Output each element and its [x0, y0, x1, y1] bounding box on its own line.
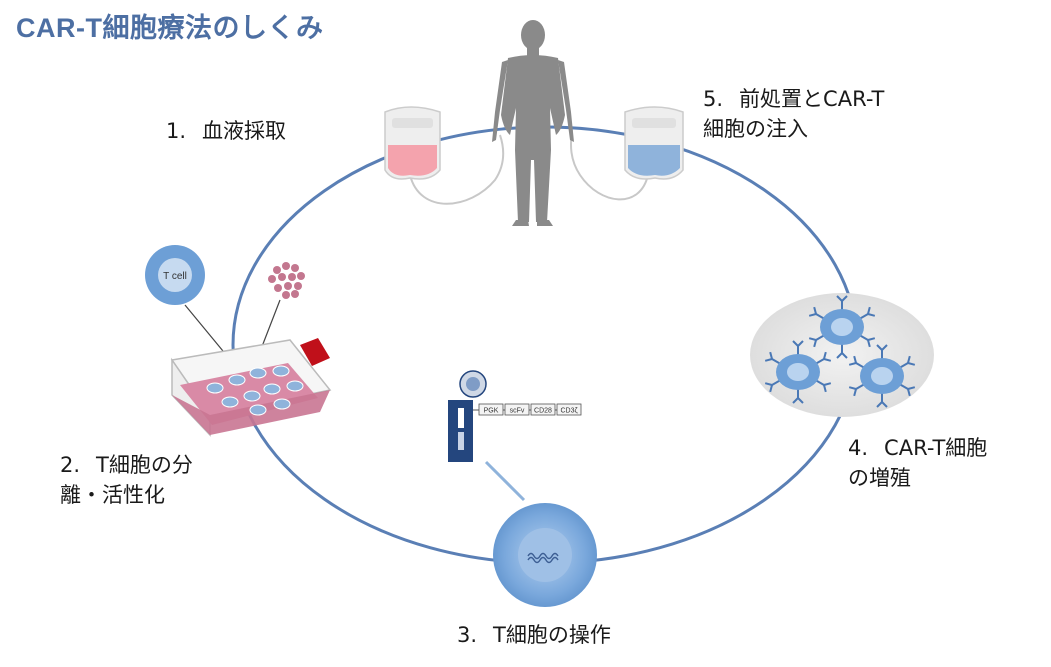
step-4-label: 4.CAR-T細胞 の増殖 [848, 436, 988, 490]
blood-bag-red-icon [384, 106, 441, 180]
blood-tube-left [409, 134, 505, 205]
human-silhouette-icon [492, 20, 574, 226]
car-t-expansion-dish-icon [750, 293, 934, 417]
car-t-cell-icon [848, 344, 916, 408]
blood-bag-blue-icon [624, 106, 684, 180]
construct-label: CD3ζ [560, 408, 577, 415]
t-cell-label: T cell [163, 271, 187, 282]
blood-tube-right [570, 129, 649, 201]
culture-flask-icon [170, 338, 332, 437]
car-t-cell-icon [808, 295, 876, 359]
step-3-label: 3.T細胞の操作 [457, 623, 611, 647]
t-cell-icon: T cell [145, 245, 205, 305]
step-5-label: 5.前処置とCAR-T 細胞の注入 [703, 87, 885, 141]
transduction-line [484, 460, 526, 502]
activation-beads-icon [268, 262, 305, 299]
step-2-label: 2.T細胞の分 離・活性化 [60, 453, 193, 507]
page-title: CAR-T細胞療法のしくみ [16, 13, 324, 43]
construct-label: CD28 [534, 408, 552, 415]
construct-label: scFv [510, 408, 525, 415]
construct-map: PGK scFv CD28 CD3ζ [478, 403, 582, 416]
viral-vector-icon [448, 370, 580, 462]
step-1-label: 1.血液採取 [166, 119, 287, 143]
car-t-cell-icon [764, 340, 832, 404]
construct-label: PGK [484, 408, 499, 415]
engineered-t-cell-icon [493, 503, 597, 607]
